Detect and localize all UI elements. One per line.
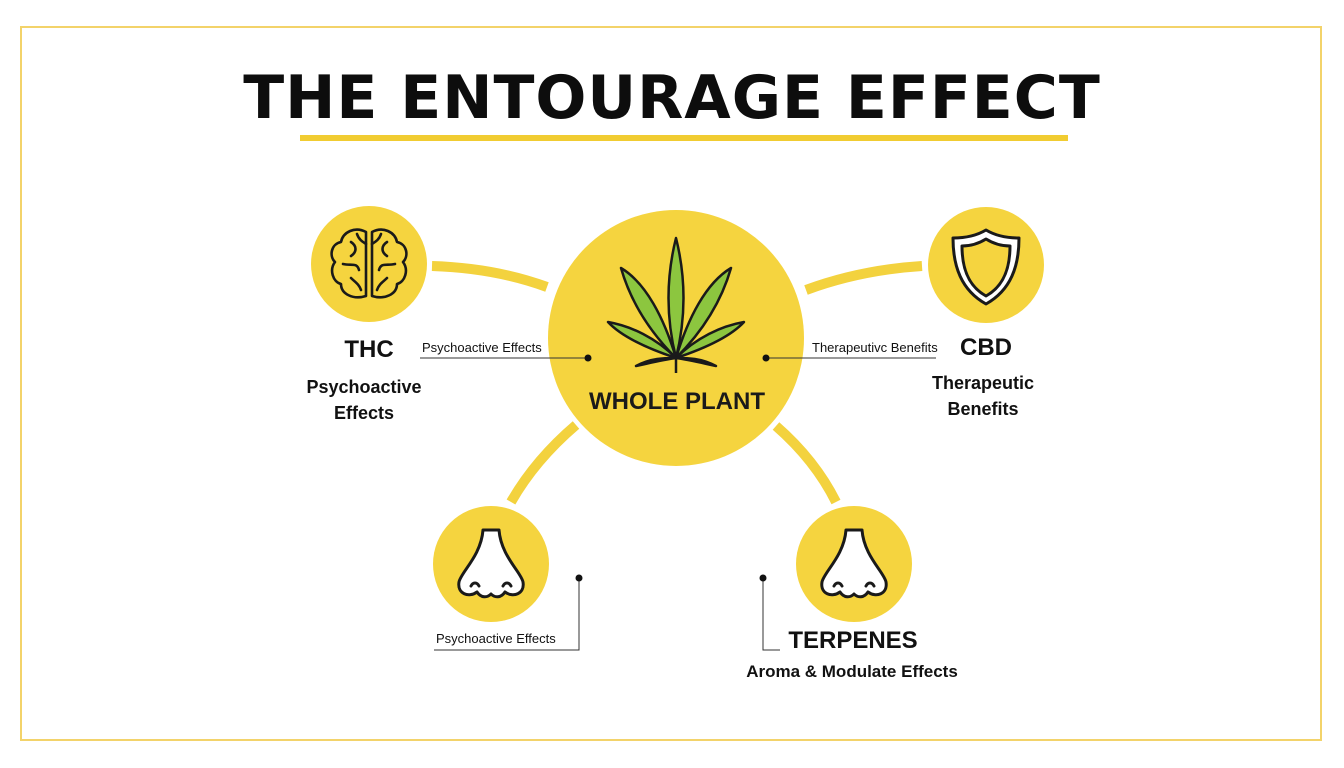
connector-thc	[431, 261, 549, 292]
shield-icon	[951, 228, 1021, 306]
nose-icon	[820, 528, 888, 599]
leader-cbd-dot	[762, 354, 770, 362]
thc-desc-line1: Psychoactive	[306, 377, 422, 397]
connector-terpenes	[772, 422, 841, 505]
terpenes-name: TERPENES	[788, 627, 918, 654]
page-frame	[20, 26, 1322, 741]
connector-cbd	[804, 261, 923, 295]
cannabis-leaf-icon	[606, 236, 746, 373]
brain-icon	[330, 228, 408, 299]
whole-plant-label: WHOLE PLANT	[589, 388, 765, 415]
nose-icon	[457, 528, 525, 599]
cbd-connector-label: Therapeutivc Benefits	[812, 340, 938, 355]
cbd-name: CBD	[960, 334, 1012, 361]
leader-lower-left-dot	[575, 574, 583, 582]
thc-connector-label: Psychoactive Effects	[422, 340, 542, 355]
leader-terpenes-dot	[759, 574, 767, 582]
title-underline	[300, 135, 1068, 141]
connector-lower-left	[506, 421, 580, 505]
thc-name: THC	[344, 336, 394, 363]
cbd-desc-line2: Benefits	[947, 399, 1019, 419]
cbd-desc-line1: Therapeutic	[931, 373, 1035, 393]
leader-terpenes	[762, 578, 780, 651]
leader-thc-dot	[584, 354, 592, 362]
thc-circle	[311, 206, 427, 322]
leader-lower-left	[434, 578, 580, 651]
terpenes-desc: Aroma & Modulate Effects	[746, 662, 958, 681]
thc-desc-line2: Effects	[333, 403, 395, 423]
lower-left-connector-label: Psychoactive Effects	[436, 631, 556, 646]
page-title: THE ENTOURAGE EFFECT	[243, 63, 1101, 133]
